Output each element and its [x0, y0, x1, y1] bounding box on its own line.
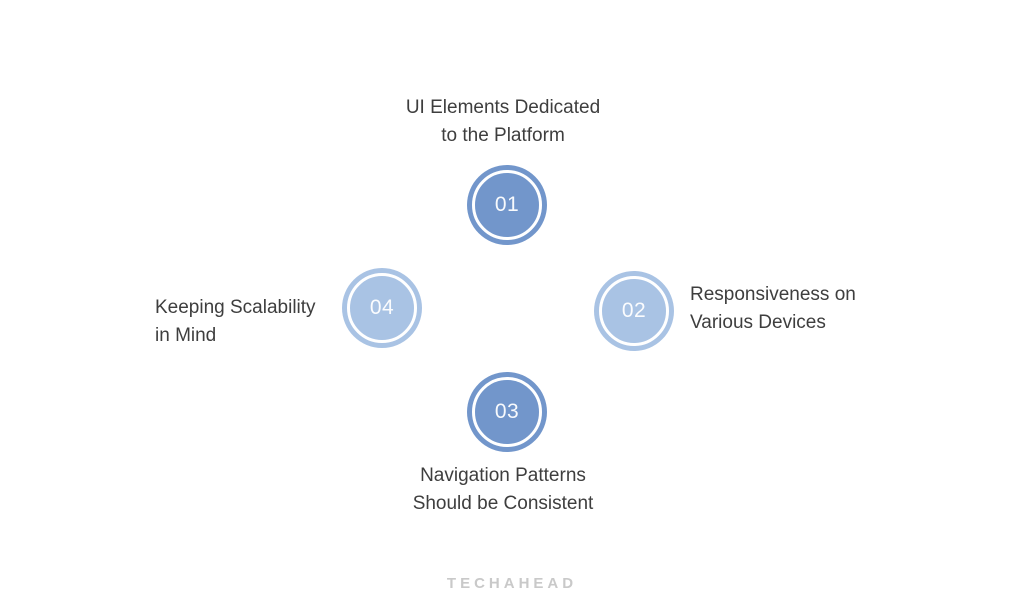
label-line: Various Devices — [690, 312, 826, 333]
step-03-number: 03 — [494, 400, 520, 423]
step-03-label: Navigation Patterns Should be Consistent — [353, 462, 653, 518]
label-line: Keeping Scalability — [155, 297, 316, 318]
step-03-circle: 03 — [467, 372, 547, 452]
step-04-label: Keeping Scalability in Mind — [155, 294, 375, 350]
step-04-circle: 04 — [342, 268, 422, 348]
step-02-number: 02 — [621, 299, 647, 322]
techahead-logo: TECHAHEAD — [446, 575, 578, 592]
label-line: to the Platform — [441, 125, 565, 146]
step-02-circle: 02 — [594, 271, 674, 351]
step-01-circle: 01 — [467, 165, 547, 245]
step-01-number: 01 — [494, 193, 520, 216]
label-line: Should be Consistent — [412, 493, 594, 514]
step-04-number: 04 — [369, 296, 395, 319]
label-line: Responsiveness on — [690, 284, 856, 305]
label-line: UI Elements Dedicated — [405, 97, 601, 118]
step-01-label: UI Elements Dedicated to the Platform — [353, 94, 653, 150]
step-02-label: Responsiveness on Various Devices — [690, 281, 910, 337]
label-line: in Mind — [155, 325, 217, 346]
label-line: Navigation Patterns — [420, 465, 586, 486]
